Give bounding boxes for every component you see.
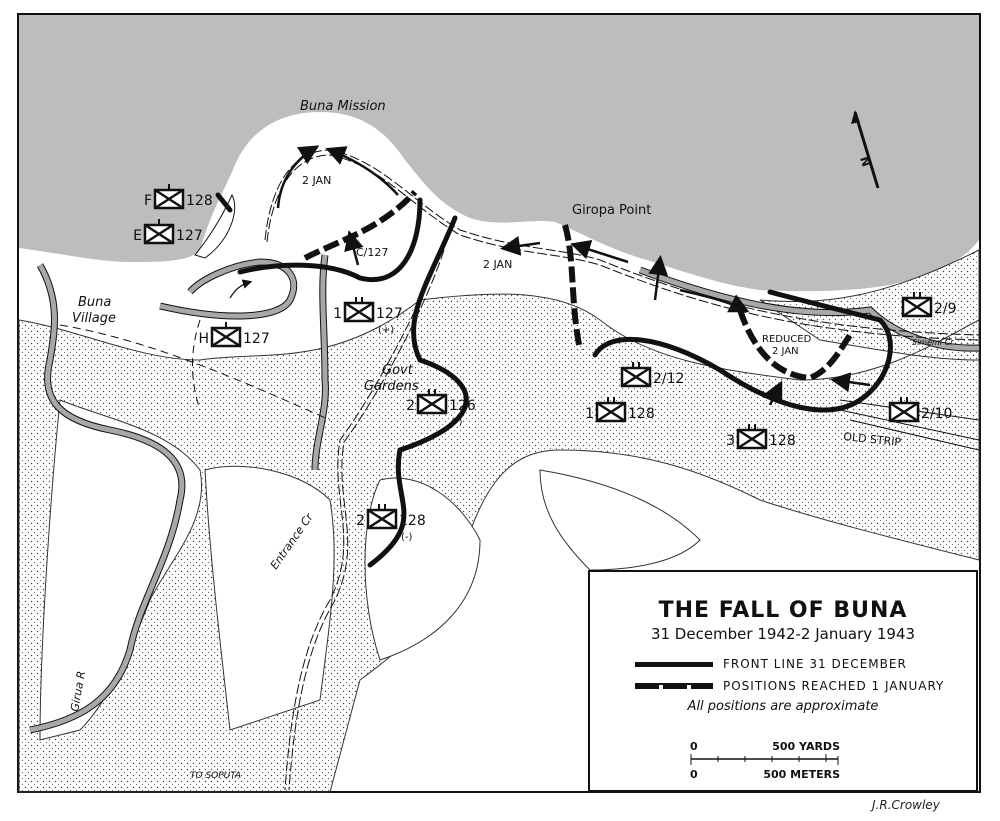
unit-symbol: 2 128 (-) xyxy=(356,504,426,543)
positions-reached-1-january xyxy=(303,189,853,382)
north-label: N xyxy=(857,155,873,169)
unit-designation: 126 xyxy=(449,398,476,414)
sandspit xyxy=(194,193,236,259)
legend-solid-line xyxy=(635,661,713,667)
legend-dashed-line xyxy=(635,683,713,689)
label-2-jan-coast: 2 JAN xyxy=(483,258,512,271)
label-govt-gardens: Govt xyxy=(382,363,414,378)
unit-prefix: 1 xyxy=(333,306,342,322)
label-reduced: REDUCED xyxy=(762,334,812,345)
unit-strength: (+) xyxy=(378,325,394,336)
legend-box: THE FALL OF BUNA 31 December 1942-2 Janu… xyxy=(588,570,978,792)
label-reduced-date: 2 JAN xyxy=(772,346,799,357)
north-arrow: N xyxy=(851,110,880,189)
unit-prefix: H xyxy=(198,331,209,347)
label-to-soputa: TO SOPUTA xyxy=(190,771,241,781)
clearing xyxy=(539,469,701,571)
unit-symbol: E 127 xyxy=(133,219,203,245)
map-title: THE FALL OF BUNA xyxy=(658,598,908,623)
label-c-127: C/127 xyxy=(356,246,388,259)
scale-zero-yards: 0 xyxy=(690,740,698,753)
signature: J.R.Crowley xyxy=(872,798,940,812)
unit-designation: 127 xyxy=(243,331,270,347)
unit-designation: 2/12 xyxy=(653,371,684,387)
unit-designation: 128 xyxy=(628,406,655,422)
unit-strength: (-) xyxy=(451,417,463,428)
unit-symbol: 1 128 xyxy=(585,397,655,423)
unit-symbol: 2/12 xyxy=(620,362,684,388)
legend-front-line: FRONT LINE 31 DECEMBER xyxy=(723,657,907,671)
unit-symbol: H 127 xyxy=(198,322,270,348)
scale-yards: 500 YARDS xyxy=(772,740,840,753)
advance-arrows xyxy=(229,145,871,406)
label-giropa-point: Giropa Point xyxy=(572,203,651,218)
label-buna-village-2: Village xyxy=(72,311,116,326)
unit-prefix: 2 xyxy=(406,398,415,414)
map-subtitle: 31 December 1942-2 January 1943 xyxy=(650,625,916,643)
unit-symbol: 2/9 xyxy=(901,292,957,318)
label-buna-mission: Buna Mission xyxy=(300,99,386,114)
clearing xyxy=(204,465,335,731)
unit-designation: 2/10 xyxy=(921,406,952,422)
unit-prefix: E xyxy=(133,228,142,244)
unit-prefix: F xyxy=(144,193,152,209)
trails xyxy=(59,319,331,421)
unit-symbol: 3 128 xyxy=(726,424,796,450)
unit-symbol: F 128 xyxy=(144,184,213,210)
front-line-31-december xyxy=(215,192,893,568)
unit-strength: (-) xyxy=(401,532,413,543)
legend-note: All positions are approximate xyxy=(687,699,879,714)
sea xyxy=(19,15,979,292)
scale-ruler xyxy=(690,754,839,765)
label-govt-gardens-2: Gardens xyxy=(364,379,419,394)
unit-designation: 128 xyxy=(769,433,796,449)
label-2-jan-mission: 2 JAN xyxy=(302,174,331,187)
label-old-strip: OLD STRIP xyxy=(843,430,902,449)
unit-symbol: 2/10 xyxy=(888,397,952,423)
unit-prefix: 1 xyxy=(585,406,594,422)
unit-prefix: 3 xyxy=(726,433,735,449)
scale-bar: 0 500 YARDS 0 500 METERS xyxy=(690,740,840,781)
unit-symbol: 2 126 (-) xyxy=(406,389,476,428)
unit-prefix: 2 xyxy=(356,513,365,529)
legend-positions-reached: POSITIONS REACHED 1 JANUARY xyxy=(723,679,945,693)
unit-designation: 127 xyxy=(176,228,203,244)
unit-designation: 2/9 xyxy=(934,301,957,317)
label-buna-village: Buna xyxy=(78,295,111,310)
label-simemi-cr: Simemi Cr xyxy=(912,338,954,347)
scale-zero-meters: 0 xyxy=(690,768,698,781)
unit-designation: 128 xyxy=(399,513,426,529)
unit-symbol: 1 127 (+) xyxy=(333,297,403,336)
unit-designation: 127 xyxy=(376,306,403,322)
scale-meters: 500 METERS xyxy=(763,768,840,781)
unit-designation: 128 xyxy=(186,193,213,209)
